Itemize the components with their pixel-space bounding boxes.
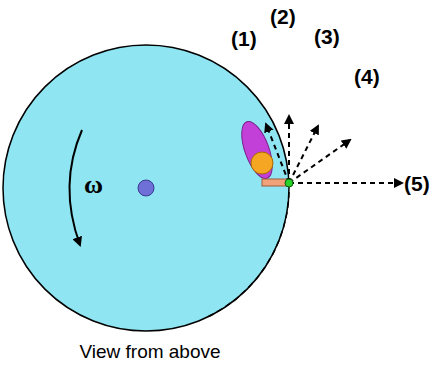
person-body	[235, 118, 278, 183]
callout-number: (3)	[314, 26, 340, 47]
circular-path	[205, 192, 289, 318]
ball	[285, 179, 293, 187]
rotation-arrow	[69, 130, 82, 245]
center-axle	[138, 180, 154, 196]
turntable-disk	[3, 45, 289, 331]
angular-velocity-symbol: ω	[84, 172, 103, 198]
caption: View from above	[79, 342, 220, 361]
person-head	[251, 152, 273, 174]
callout-number: (4)	[354, 66, 380, 87]
callout-number: (1)	[231, 28, 257, 49]
callout-number: (5)	[404, 173, 430, 194]
callout-number: (2)	[270, 6, 296, 27]
trajectory-arrows	[266, 116, 402, 183]
